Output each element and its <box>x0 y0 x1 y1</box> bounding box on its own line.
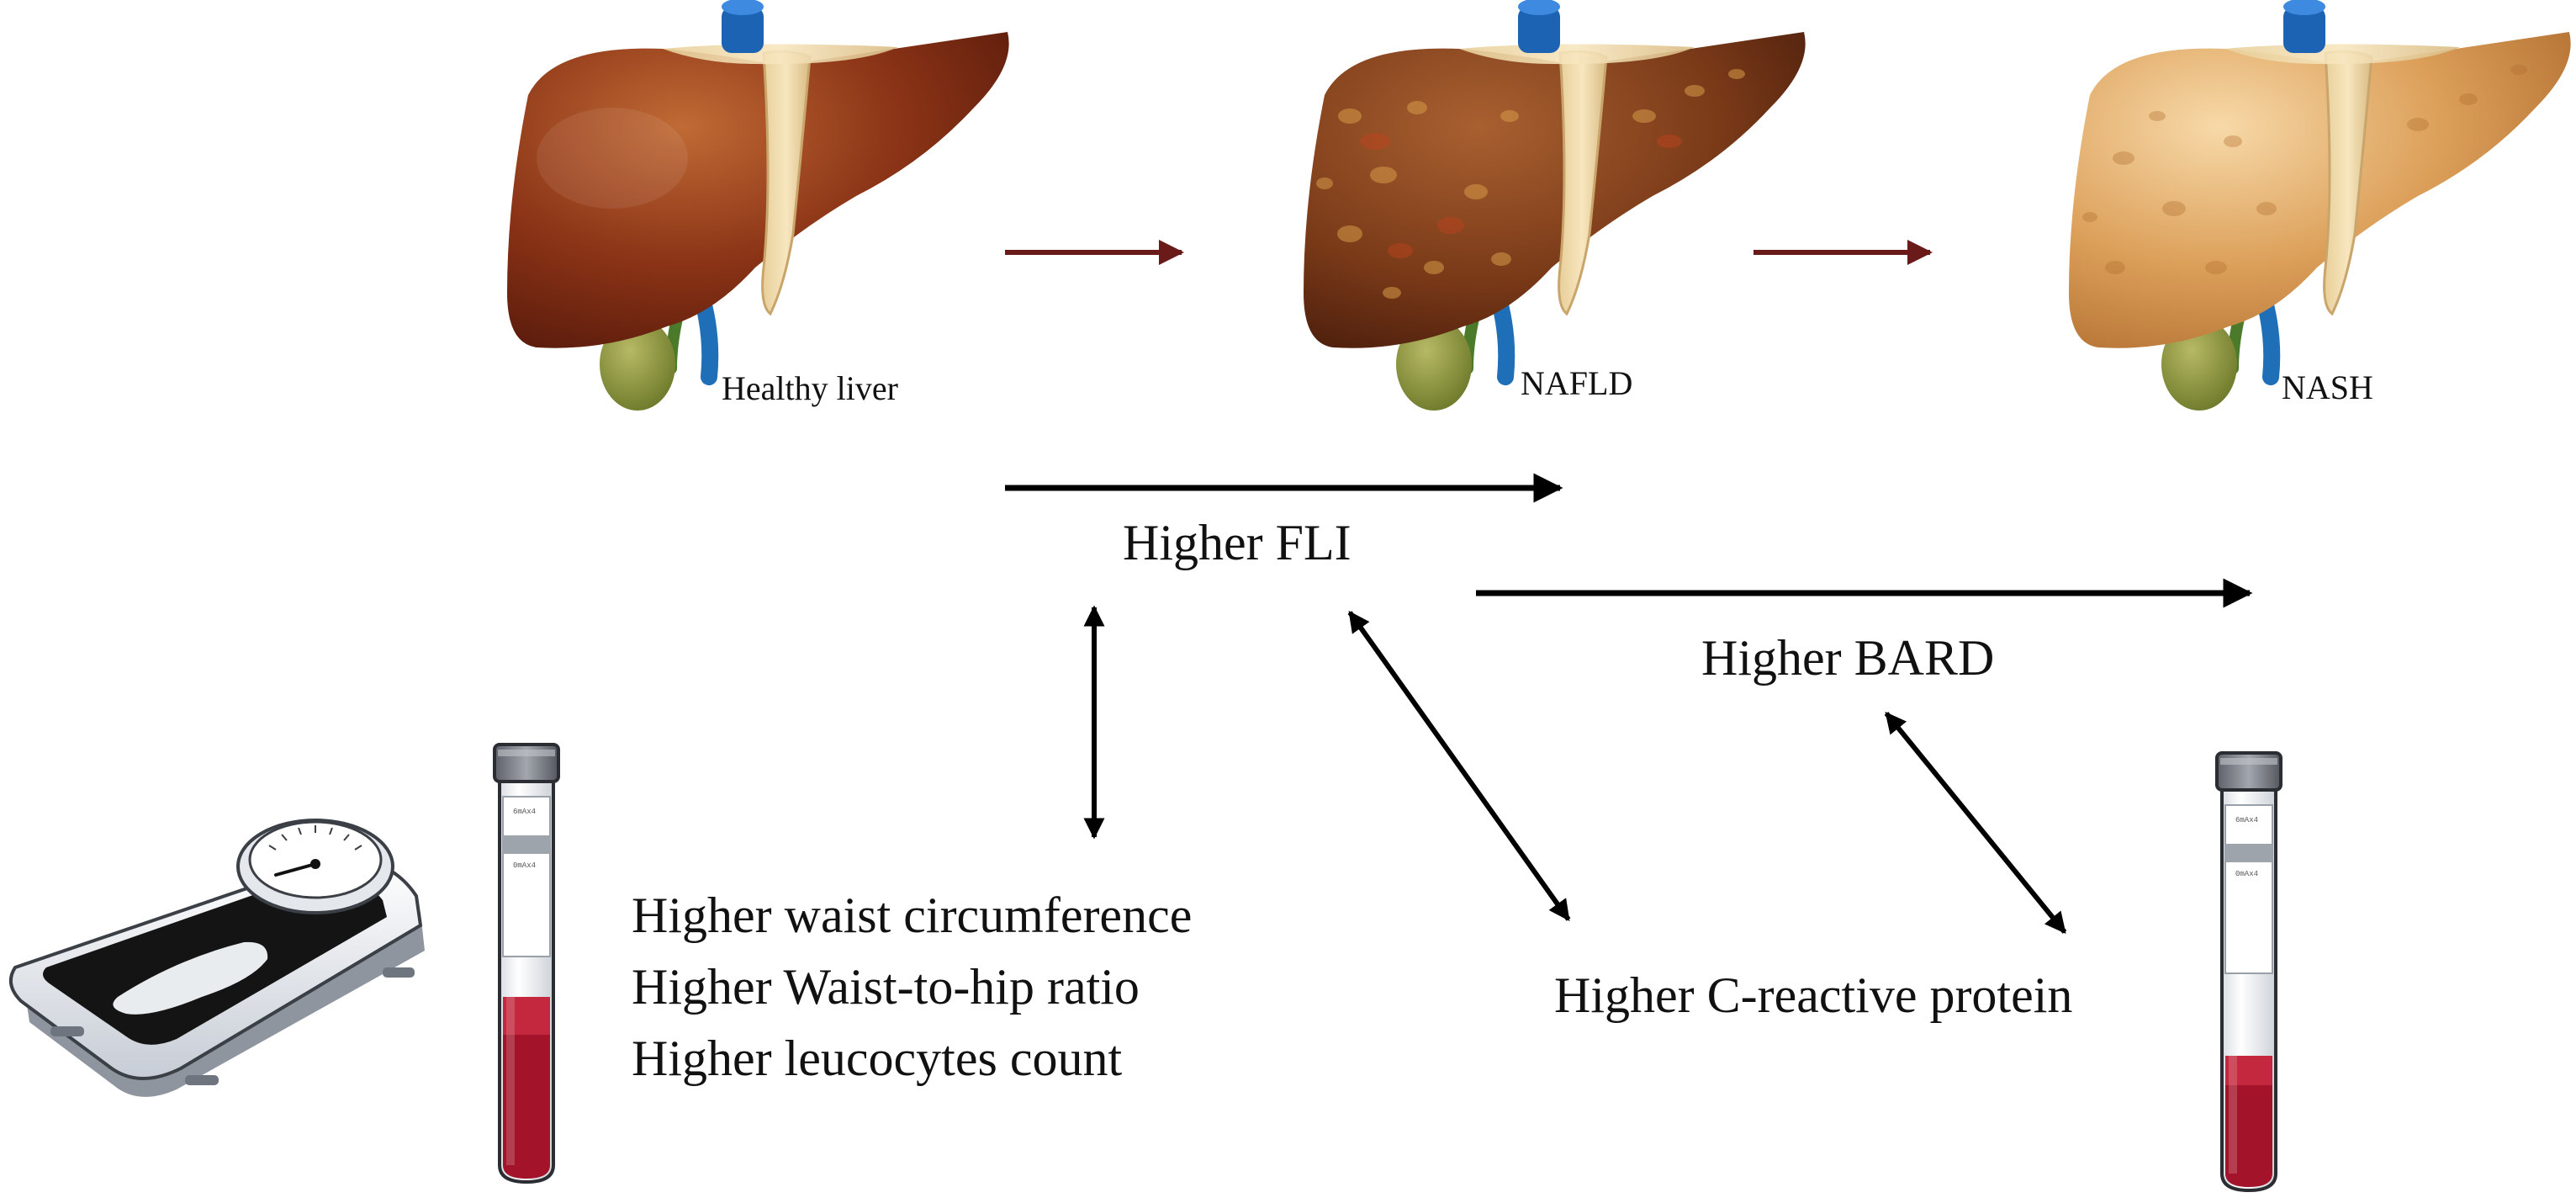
marker-c-reactive-protein: Higher C-reactive protein <box>1554 967 2072 1023</box>
stage-label-nash: NASH <box>2282 368 2373 406</box>
svg-text:6mAx4: 6mAx4 <box>513 808 536 816</box>
marker-waist-circumference: Higher waist circumference <box>632 888 1192 943</box>
association-arrow-bard-crp <box>1884 712 2067 934</box>
fli-label: Higher FLI <box>1123 515 1351 570</box>
bathroom-scale-icon <box>8 819 425 1097</box>
fatty-liver-icon <box>1304 0 1806 411</box>
stage-label-healthy: Healthy liver <box>722 369 898 407</box>
svg-text:6mAx4: 6mAx4 <box>2235 816 2258 824</box>
marker-waist-to-hip-ratio: Higher Waist-to-hip ratio <box>632 959 1140 1015</box>
blood-tube-icon: 6mAx4 0mAx4 <box>2215 751 2282 1193</box>
stage-label-nafld: NAFLD <box>1521 364 1632 402</box>
association-arrow-fli-crp <box>1347 610 1571 922</box>
svg-text:0mAx4: 0mAx4 <box>513 861 536 870</box>
bard-label: Higher BARD <box>1701 630 1994 686</box>
nash-liver-icon <box>2069 0 2571 411</box>
healthy-liver-icon <box>507 0 1009 411</box>
blood-tube-icon: 6mAx4 0mAx4 <box>493 743 560 1184</box>
marker-leucocytes-count: Higher leucocytes count <box>632 1031 1122 1086</box>
svg-text:0mAx4: 0mAx4 <box>2235 870 2258 878</box>
